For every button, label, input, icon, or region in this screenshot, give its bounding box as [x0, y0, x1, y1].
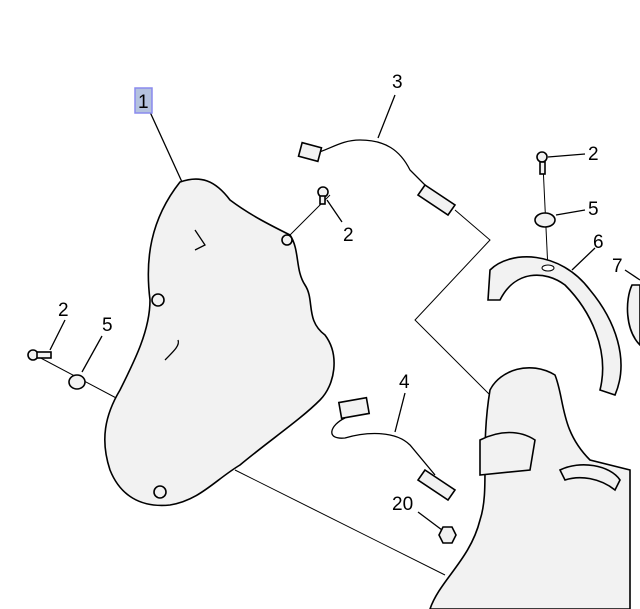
callout-3[interactable]: 3	[392, 72, 403, 93]
oxygen-sensor-upper[interactable]	[297, 139, 457, 217]
leader-7	[624, 269, 640, 281]
callout-1-highlight	[134, 87, 153, 114]
leader-5a	[81, 335, 103, 373]
nut-part[interactable]	[438, 526, 457, 544]
callout-1[interactable]: 1	[138, 92, 149, 113]
oxygen-sensor-lower[interactable]	[331, 396, 457, 502]
leader-1	[149, 111, 183, 183]
bolt-upper[interactable]	[317, 186, 329, 205]
bolt-left[interactable]	[27, 349, 52, 361]
leader-2c	[547, 153, 586, 158]
callout-2b[interactable]: 2	[58, 300, 69, 321]
callout-20[interactable]: 20	[392, 494, 413, 515]
callout-5a[interactable]: 5	[102, 315, 113, 336]
callout-2a[interactable]: 2	[343, 225, 354, 246]
grommet-right[interactable]	[534, 212, 556, 228]
leader-3	[377, 94, 396, 139]
catalytic-converter-part[interactable]	[429, 367, 631, 609]
callout-4[interactable]: 4	[399, 372, 410, 393]
leader-20	[417, 511, 443, 531]
leader-4	[394, 392, 406, 433]
callout-2c[interactable]: 2	[588, 144, 599, 165]
leader-2b	[49, 319, 66, 351]
leader-6	[571, 247, 596, 271]
grommet-left[interactable]	[68, 374, 86, 390]
leader-2a	[326, 199, 343, 223]
callout-7[interactable]: 7	[612, 256, 623, 277]
bolt-right[interactable]	[536, 151, 548, 175]
bracket-part[interactable]	[487, 256, 622, 396]
callout-6[interactable]: 6	[593, 232, 604, 253]
callout-5b[interactable]: 5	[588, 199, 599, 220]
heat-shield-part[interactable]	[104, 178, 335, 507]
leader-5b	[555, 209, 586, 216]
converter-edge	[626, 284, 640, 347]
